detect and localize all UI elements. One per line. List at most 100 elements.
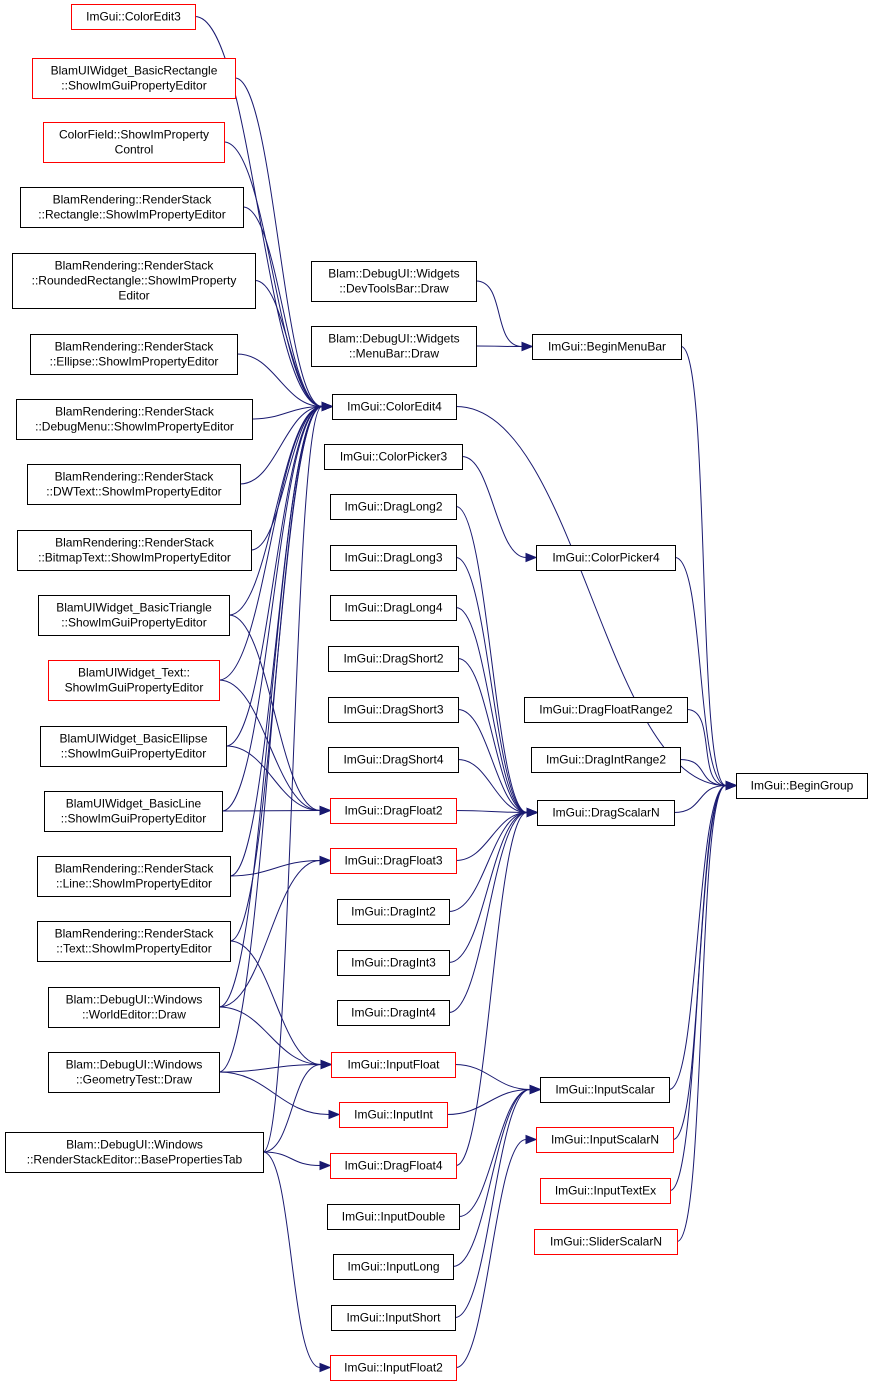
node-label: ImGui::DragIntRange2	[546, 753, 666, 767]
node-rs-ellipse-editor[interactable]: BlamRendering::RenderStack::Ellipse::Sho…	[30, 334, 238, 375]
node-label: Blam::DebugUI::Windows	[66, 993, 203, 1007]
node-drag-float3[interactable]: ImGui::DragFloat3	[330, 848, 457, 874]
node-input-float2[interactable]: ImGui::InputFloat2	[330, 1355, 457, 1381]
node-label: BlamRendering::RenderStack	[53, 193, 213, 207]
node-box	[71, 4, 196, 30]
node-label: ::ShowImGuiPropertyEditor	[61, 79, 206, 93]
node-world-editor-draw[interactable]: Blam::DebugUI::Windows::WorldEditor::Dra…	[48, 987, 220, 1028]
node-box	[536, 545, 676, 571]
node-label: ImGui::ColorPicker4	[552, 551, 660, 565]
edge-drag-float3-to-drag-scalar-n	[455, 807, 539, 861]
node-drag-scalar-n[interactable]: ImGui::DragScalarN	[537, 800, 675, 826]
node-basic-ellipse-editor[interactable]: BlamUIWidget_BasicEllipse::ShowImGuiProp…	[40, 726, 227, 767]
edge-line	[455, 812, 528, 1166]
edge-line	[239, 406, 323, 485]
edge-line	[454, 1089, 531, 1318]
node-label: ImGui::InputLong	[347, 1260, 439, 1274]
node-drag-long3[interactable]: ImGui::DragLong3	[330, 545, 457, 571]
node-input-double[interactable]: ImGui::InputDouble	[327, 1204, 460, 1230]
edge-line	[455, 810, 528, 813]
node-input-text-ex[interactable]: ImGui::InputTextEx	[540, 1178, 671, 1204]
node-label: ::DWText::ShowImPropertyEditor	[46, 485, 221, 499]
node-drag-short2[interactable]: ImGui::DragShort2	[328, 646, 459, 672]
node-basic-line-editor[interactable]: BlamUIWidget_BasicLine::ShowImGuiPropert…	[44, 791, 223, 832]
node-rs-line-editor[interactable]: BlamRendering::RenderStack::Line::ShowIm…	[37, 856, 231, 897]
edge-basic-triangle-editor-to-drag-float2	[228, 614, 332, 816]
node-box	[48, 660, 220, 701]
node-label: ImGui::DragShort3	[343, 703, 443, 717]
edge-line	[457, 759, 528, 813]
node-rs-rounded-rect-editor[interactable]: BlamRendering::RenderStack::RoundedRecta…	[12, 253, 256, 309]
node-drag-float4[interactable]: ImGui::DragFloat4	[330, 1153, 457, 1179]
edge-line	[262, 1151, 321, 1166]
edge-rs-text-editor-to-input-float	[229, 940, 333, 1070]
edge-input-short-to-input-scalar	[454, 1084, 542, 1318]
node-label: ImGui::InputShort	[346, 1311, 441, 1325]
edge-line	[673, 785, 727, 813]
arrowhead-icon	[525, 1134, 538, 1145]
node-rs-bitmaptext-editor[interactable]: BlamRendering::RenderStack::BitmapText::…	[17, 530, 252, 571]
node-box	[40, 726, 227, 767]
node-rs-dwtext-editor[interactable]: BlamRendering::RenderStack::DWText::Show…	[27, 464, 241, 505]
node-dev-tools-bar-draw[interactable]: Blam::DebugUI::Widgets::DevToolsBar::Dra…	[311, 261, 477, 302]
node-color-picker4[interactable]: ImGui::ColorPicker4	[536, 545, 676, 571]
node-box	[330, 545, 457, 571]
node-label: ::WorldEditor::Draw	[82, 1008, 186, 1022]
node-label: ImGui::DragLong4	[344, 601, 442, 615]
node-drag-long4[interactable]: ImGui::DragLong4	[330, 595, 457, 621]
edge-line	[448, 812, 528, 912]
node-input-long[interactable]: ImGui::InputLong	[333, 1254, 454, 1280]
node-drag-int-range2[interactable]: ImGui::DragIntRange2	[531, 747, 681, 773]
edge-line	[679, 759, 727, 786]
node-drag-short4[interactable]: ImGui::DragShort4	[328, 747, 459, 773]
node-drag-float2[interactable]: ImGui::DragFloat2	[330, 798, 457, 824]
node-label: ImGui::InputFloat2	[344, 1361, 443, 1375]
edge-line	[452, 1089, 531, 1267]
node-box	[32, 58, 236, 99]
node-input-float[interactable]: ImGui::InputFloat	[331, 1052, 456, 1078]
node-rs-debugmenu-editor[interactable]: BlamRendering::RenderStack::DebugMenu::S…	[16, 399, 253, 440]
node-drag-int3[interactable]: ImGui::DragInt3	[337, 950, 450, 976]
node-menu-bar-draw[interactable]: Blam::DebugUI::Widgets::MenuBar::Draw	[311, 326, 477, 367]
node-drag-float-range2[interactable]: ImGui::DragFloatRange2	[524, 697, 688, 723]
edge-basic-line-editor-to-color-edit4	[221, 401, 334, 812]
edge-menu-bar-draw-to-begin-menu-bar	[475, 341, 534, 352]
node-drag-short3[interactable]: ImGui::DragShort3	[328, 697, 459, 723]
edge-line	[194, 16, 323, 407]
node-base-properties-tab[interactable]: Blam::DebugUI::Windows::RenderStackEdito…	[5, 1132, 264, 1173]
node-label: ::BitmapText::ShowImPropertyEditor	[38, 551, 231, 565]
node-rs-text-editor[interactable]: BlamRendering::RenderStack::Text::ShowIm…	[37, 921, 231, 962]
node-text-editor[interactable]: BlamUIWidget_Text::ShowImGuiPropertyEdit…	[48, 660, 220, 701]
edge-line	[218, 406, 323, 681]
edge-line	[680, 346, 727, 786]
edge-rs-line-editor-to-color-edit4	[229, 401, 334, 877]
arrowhead-icon	[319, 1160, 332, 1171]
node-drag-int4[interactable]: ImGui::DragInt4	[337, 1000, 450, 1026]
node-slider-scalar-n[interactable]: ImGui::SliderScalarN	[534, 1229, 678, 1255]
node-label: Blam::DebugUI::Widgets	[328, 267, 459, 281]
node-color-edit4[interactable]: ImGui::ColorEdit4	[332, 394, 457, 420]
edge-line	[221, 810, 321, 812]
node-input-scalar[interactable]: ImGui::InputScalar	[540, 1077, 670, 1103]
node-basic-triangle-editor[interactable]: BlamUIWidget_BasicTriangle::ShowImGuiPro…	[38, 595, 230, 636]
node-drag-int2[interactable]: ImGui::DragInt2	[337, 899, 450, 925]
node-rs-rectangle-editor[interactable]: BlamRendering::RenderStack::Rectangle::S…	[20, 187, 244, 228]
node-label: ImGui::DragLong2	[344, 500, 442, 514]
edge-line	[225, 745, 321, 811]
node-basic-rect-editor[interactable]: BlamUIWidget_BasicRectangle::ShowImGuiPr…	[32, 58, 236, 99]
node-drag-long2[interactable]: ImGui::DragLong2	[330, 494, 457, 520]
node-input-short[interactable]: ImGui::InputShort	[331, 1305, 456, 1331]
edge-line	[458, 1089, 531, 1217]
edge-base-properties-tab-to-input-float	[262, 1059, 333, 1153]
node-color-edit3[interactable]: ImGui::ColorEdit3	[71, 4, 196, 30]
node-geometry-test-draw[interactable]: Blam::DebugUI::Windows::GeometryTest::Dr…	[48, 1052, 220, 1093]
node-label: BlamRendering::RenderStack	[55, 405, 215, 419]
node-input-scalar-n[interactable]: ImGui::InputScalarN	[536, 1127, 674, 1153]
node-input-int[interactable]: ImGui::InputInt	[339, 1102, 448, 1128]
node-begin-menu-bar[interactable]: ImGui::BeginMenuBar	[532, 334, 682, 360]
edge-basic-ellipse-editor-to-color-edit4	[225, 401, 334, 747]
node-color-picker3[interactable]: ImGui::ColorPicker3	[324, 444, 463, 470]
edge-line	[234, 77, 323, 407]
node-box	[337, 1000, 450, 1026]
